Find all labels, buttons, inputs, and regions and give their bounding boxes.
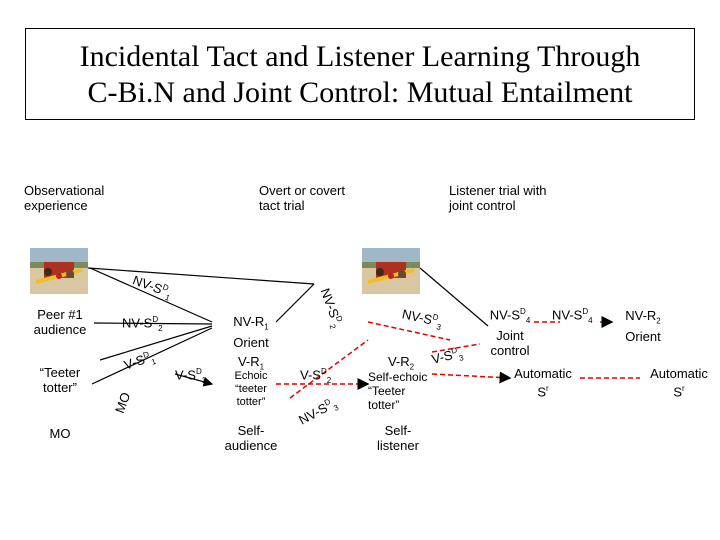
- v-sd2-label: V-SD2: [300, 367, 332, 385]
- joint-control: NV-SD4 Joint control: [489, 307, 531, 358]
- header-overt-tact: Overt or covert tact trial: [259, 183, 345, 213]
- line-photo1-to-center: [89, 267, 213, 323]
- teeter-totter-label: “Teeter totter”: [39, 365, 81, 395]
- v-r1-label: V-R1: [237, 354, 265, 372]
- header-listener-trial: Listener trial with joint control: [449, 183, 547, 213]
- v-sd1-label: V-SD1: [175, 367, 207, 385]
- mo-bottom: MO: [49, 426, 71, 441]
- playground-photo-2: [362, 248, 420, 294]
- line-mo-to-center: [91, 327, 213, 385]
- line-vsd1b: [174, 373, 214, 387]
- v-r2-label: V-R2: [387, 354, 415, 372]
- nv-r1-orient: NV-R1 Orient: [233, 314, 269, 350]
- nv-sd2-label: NV-SD2: [122, 315, 163, 333]
- nv-sd4-label: NV-SD4: [552, 307, 593, 325]
- automatic-sr-1: Automatic Sr: [514, 366, 572, 400]
- echoic-teeter-totter: Echoic “teeter totter”: [234, 370, 268, 408]
- title-line-2: C-Bi.N and Joint Control: Mutual Entailm…: [87, 76, 633, 109]
- peer-audience: Peer #1 audience: [33, 307, 87, 337]
- nv-r2-orient: NV-R2 Orient: [625, 308, 661, 344]
- self-listener: Self- listener: [377, 423, 419, 453]
- self-echoic-teeter-totter: Self-echoic “Teeter totter”: [368, 370, 428, 412]
- automatic-sr-2: Automatic Sr: [650, 366, 708, 400]
- header-observational: Observational experience: [24, 183, 105, 213]
- line-red-vr2-auto: [431, 371, 512, 384]
- playground-photo-1: [30, 248, 88, 294]
- title-line-1: Incidental Tact and Listener Learning Th…: [79, 40, 641, 73]
- title-box: Incidental Tact and Listener Learning Th…: [25, 28, 695, 120]
- line-red-nvsd3-b: [431, 343, 481, 353]
- line-red-nvsd3: [289, 339, 369, 399]
- line-nvsd2-down: [275, 283, 315, 323]
- line-vsd1-to-center: [99, 325, 213, 361]
- line-peer-to-center: [93, 322, 213, 325]
- playground-photo-2-image: [362, 248, 420, 294]
- line-photo2-to-listener: [419, 267, 489, 327]
- line-photo1-right: [87, 267, 315, 285]
- playground-photo-1-image: [30, 248, 88, 294]
- self-audience: Self- audience: [224, 423, 278, 453]
- line-red-nvsd3-mid: [367, 321, 451, 341]
